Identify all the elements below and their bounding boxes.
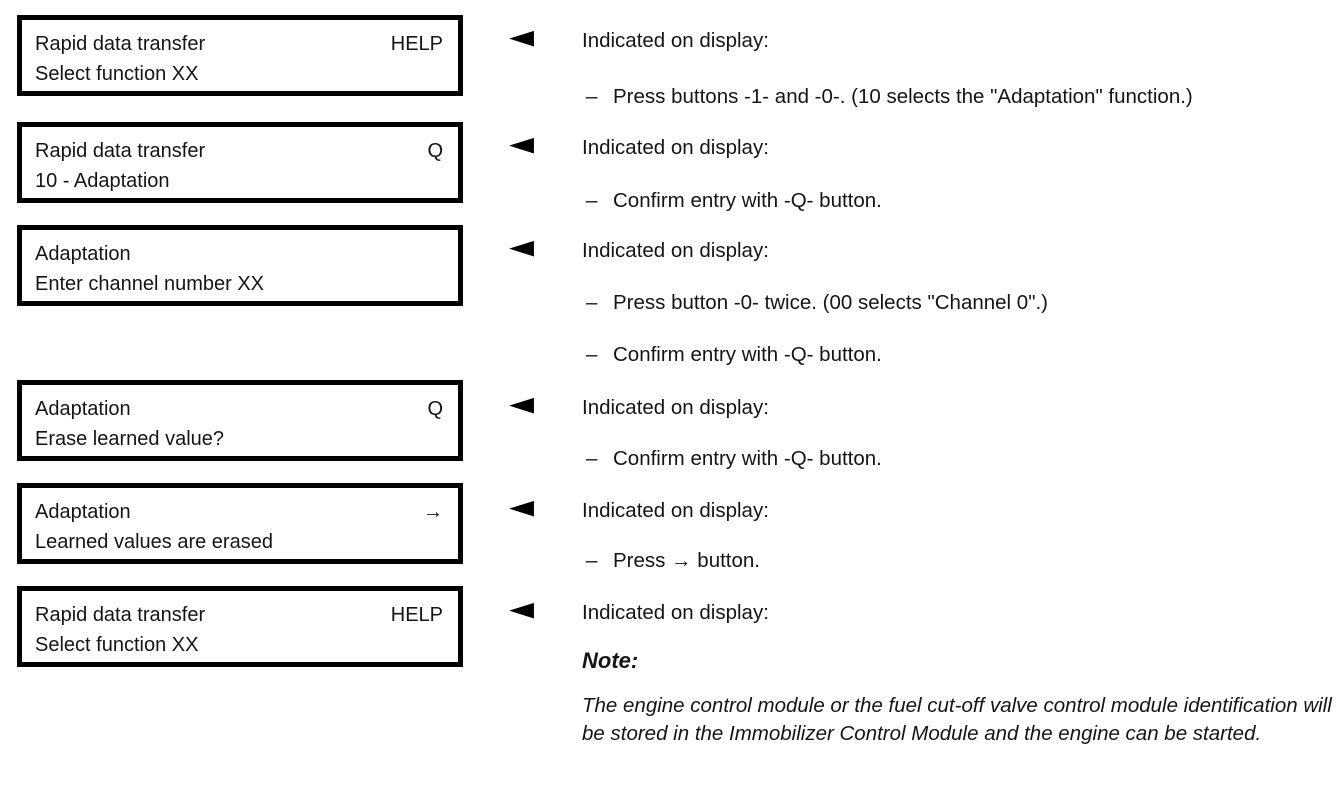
display-corner-label: Q [427,398,443,420]
indicated-on-display-label: Indicated on display: [582,29,769,52]
display-title: Adaptation [35,501,131,523]
dash-bullet: – [586,291,598,314]
display-box: Adaptation Q Erase learned value? [17,380,463,461]
display-title: Rapid data transfer [35,33,206,55]
display-title: Adaptation [35,243,131,265]
display-box: Rapid data transfer HELP Select function… [17,586,463,667]
pointer-arrow-icon: ◀ [509,26,534,50]
instruction-step: – Confirm entry with -Q- button. [586,342,882,368]
indicated-on-display-label: Indicated on display: [582,601,769,624]
instruction-step: – Press buttons -1- and -0-. (10 selects… [586,84,1193,110]
indicated-on-display-label: Indicated on display: [582,136,769,159]
pointer-arrow-icon: ◀ [509,598,534,622]
display-message: Learned values are erased [35,531,273,553]
dash-bullet: – [586,343,598,366]
instruction-text: Press → button. [613,549,760,572]
dash-bullet: – [586,189,598,212]
dash-bullet: – [586,447,598,470]
display-box: Rapid data transfer HELP Select function… [17,15,463,96]
pointer-arrow-icon: ◀ [509,133,534,157]
pointer-arrow-icon: ◀ [509,236,534,260]
pointer-arrow-icon: ◀ [509,393,534,417]
display-title: Adaptation [35,398,131,420]
instruction-text: Confirm entry with -Q- button. [613,189,882,212]
continue-arrow-label: → [423,501,443,523]
display-message: Enter channel number XX [35,273,265,295]
display-box: Adaptation → Learned values are erased [17,483,463,564]
dash-bullet: – [586,85,598,108]
display-message: Select function XX [35,63,199,85]
display-message: Select function XX [35,634,199,656]
display-message: Erase learned value? [35,428,225,450]
indicated-on-display-label: Indicated on display: [582,499,769,522]
display-corner-label: Q [427,140,443,162]
pointer-arrow-icon: ◀ [509,496,534,520]
instruction-step: – Press → button. [586,548,760,574]
instruction-text: Press buttons -1- and -0-. (10 selects t… [613,85,1193,108]
instruction-step: – Confirm entry with -Q- button. [586,188,882,214]
instruction-step: – Confirm entry with -Q- button. [586,446,882,472]
instruction-step: – Press button -0- twice. (00 selects "C… [586,290,1048,316]
dash-bullet: – [586,549,598,572]
indicated-on-display-label: Indicated on display: [582,396,769,419]
note-heading: Note: [582,648,639,673]
display-corner-label: HELP [390,604,443,626]
note-body: The engine control module or the fuel cu… [582,694,1332,745]
display-box: Adaptation Enter channel number XX [17,225,463,306]
indicated-on-display-label: Indicated on display: [582,239,769,262]
display-message: 10 - Adaptation [35,170,170,192]
display-box: Rapid data transfer Q 10 - Adaptation [17,122,463,203]
display-title: Rapid data transfer [35,604,206,626]
instruction-text: Confirm entry with -Q- button. [613,447,882,470]
instruction-text: Press button -0- twice. (00 selects "Cha… [613,291,1048,314]
display-title: Rapid data transfer [35,140,206,162]
instruction-text: Confirm entry with -Q- button. [613,343,882,366]
display-corner-label: HELP [390,33,443,55]
